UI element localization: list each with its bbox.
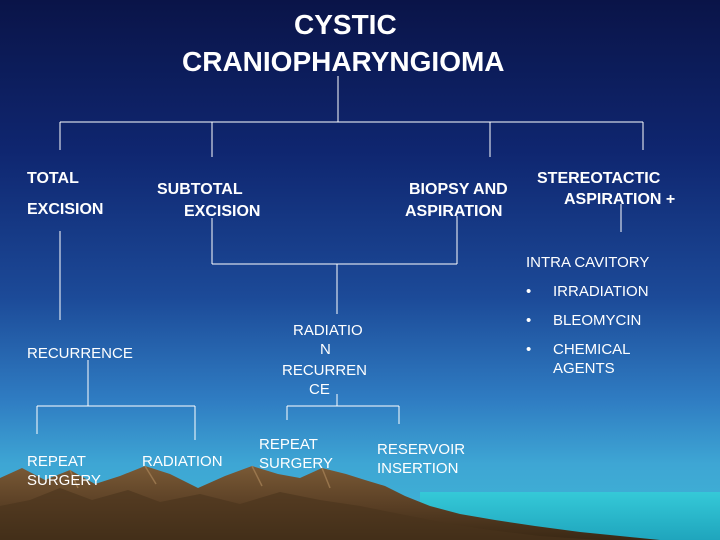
- reservoir-insertion-line-2: INSERTION: [377, 460, 459, 477]
- branch-total-line-2: EXCISION: [27, 201, 104, 218]
- mountain-shading: [0, 488, 600, 540]
- intracavitory-item-chemical-agents: CHEMICAL AGENTS: [526, 340, 663, 378]
- branch-subtotal-line-2: EXCISION: [184, 203, 261, 220]
- branch-biopsy-line-1: BIOPSY AND: [409, 181, 508, 198]
- intracavitory-list: IRRADIATION BLEOMYCIN CHEMICAL AGENTS: [526, 282, 716, 388]
- left-repeat-surgery-line-1: REPEAT: [27, 453, 86, 470]
- reservoir-insertion-line-1: RESERVOIR: [377, 441, 466, 458]
- branch-stereotactic-line-1: STEREOTACTIC: [537, 170, 661, 187]
- radiation-recurrence-line-2: N: [320, 341, 331, 358]
- radiation-recurrence-line-4: CE: [309, 381, 330, 398]
- branch-subtotal-line-1: SUBTOTAL: [157, 181, 243, 198]
- intracavitory-heading: INTRA CAVITORY: [526, 254, 650, 271]
- title-line-1: CYSTIC: [294, 9, 397, 40]
- intracavitory-item-irradiation: IRRADIATION: [526, 282, 716, 301]
- mountain-highlights: [69, 465, 331, 489]
- branch-total-line-1: TOTAL: [27, 170, 79, 187]
- radiation-recurrence-line-1: RADIATIO: [293, 322, 363, 339]
- branch-stereotactic-line-2: ASPIRATION +: [564, 191, 676, 208]
- branch-biopsy-line-2: ASPIRATION: [405, 203, 503, 220]
- recurrence-label: RECURRENCE: [27, 345, 133, 362]
- intracavitory-item-bleomycin: BLEOMYCIN: [526, 311, 716, 330]
- title-line-2: CRANIOPHARYNGIOMA: [182, 46, 505, 77]
- left-repeat-surgery-line-2: SURGERY: [27, 472, 101, 489]
- radiation-recurrence-line-3: RECURREN: [282, 362, 368, 379]
- mid-repeat-surgery-line-1: REPEAT: [259, 436, 318, 453]
- left-radiation-label: RADIATION: [142, 453, 223, 470]
- mid-repeat-surgery-line-2: SURGERY: [259, 455, 333, 472]
